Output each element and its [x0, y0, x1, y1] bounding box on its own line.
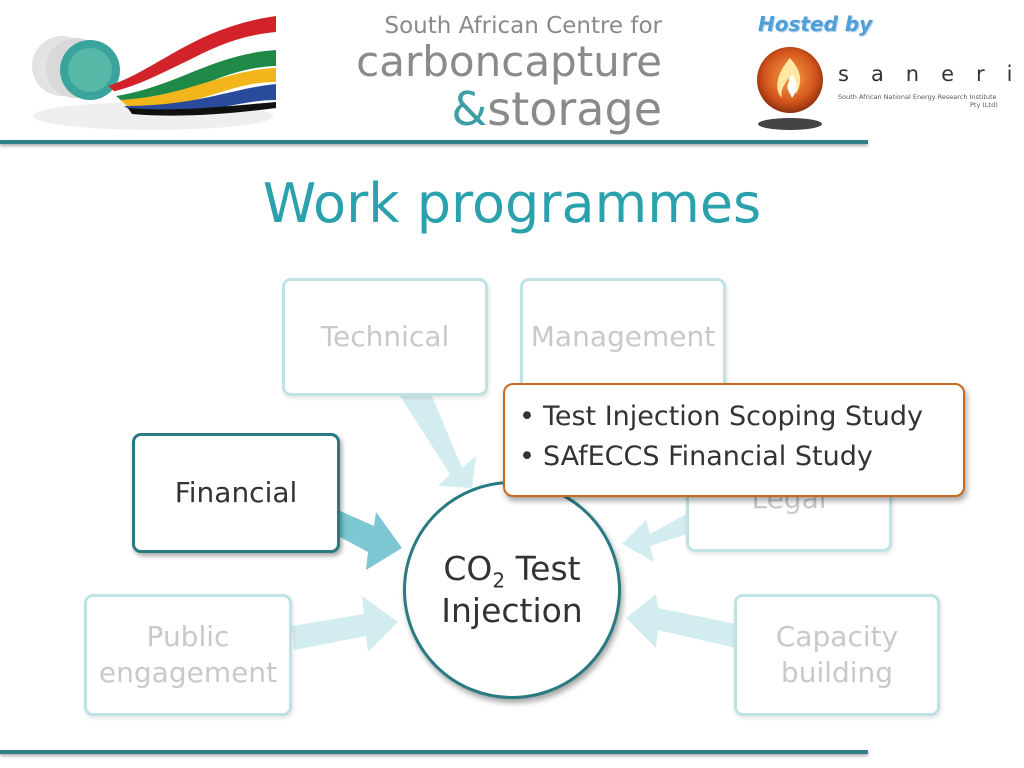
saneri-subtitle-pty: Pty (Ltd)	[970, 101, 998, 109]
arrow-legal	[622, 512, 694, 562]
technical-label: Technical	[320, 320, 450, 353]
capacity-building-label-line2: building	[780, 656, 894, 689]
centre-name-line1: South African Centre for	[384, 13, 662, 39]
hub-subscript: 2	[492, 568, 506, 593]
hub-label-line2: Injection	[441, 591, 583, 630]
arrow-technical	[400, 396, 476, 488]
callout-item: SAfECCS Financial Study	[519, 437, 949, 477]
ccs-swoosh-logo	[32, 16, 276, 130]
centre-name-ampersand: &	[451, 82, 488, 136]
saneri-name: saneri	[838, 62, 1024, 86]
technical-box: Technical	[282, 278, 488, 396]
co2-test-injection-hub: CO2 Test Injection	[403, 481, 621, 699]
saneri-subtitle: South African National Energy Research I…	[838, 93, 997, 101]
slide-title: Work programmes	[262, 172, 762, 235]
capacity-building-box: Capacity building	[734, 594, 940, 716]
management-box: Management	[520, 278, 726, 396]
hub-label-line1: CO2 Test	[443, 548, 581, 593]
financial-box: Financial	[132, 433, 340, 553]
header-divider	[0, 140, 868, 144]
arrow-public	[292, 596, 398, 652]
footer-divider	[0, 750, 868, 754]
financial-label: Financial	[174, 476, 298, 509]
saneri-flame-logo	[757, 47, 823, 130]
centre-name-line2: carboncapture	[356, 37, 662, 86]
hub-test: Test	[505, 549, 581, 588]
centre-name-storage: storage	[487, 82, 662, 136]
public-engagement-label-line2: engagement	[98, 656, 278, 689]
hosted-by-label: Hosted by	[758, 12, 873, 36]
centre-name-logo: South African Centre for carboncapture &…	[350, 12, 662, 134]
public-engagement-label-line1: Public	[146, 620, 230, 653]
financial-studies-callout: Test Injection Scoping Study SAfECCS Fin…	[503, 383, 965, 497]
centre-name-line3: &storage	[350, 84, 662, 134]
arrow-capacity	[626, 594, 736, 648]
public-engagement-box: Public engagement	[84, 594, 292, 716]
capacity-building-label-line1: Capacity	[775, 620, 899, 653]
hub-co: CO	[443, 549, 493, 588]
arrow-financial	[338, 510, 402, 570]
management-label: Management	[530, 320, 716, 353]
callout-item: Test Injection Scoping Study	[519, 397, 949, 437]
